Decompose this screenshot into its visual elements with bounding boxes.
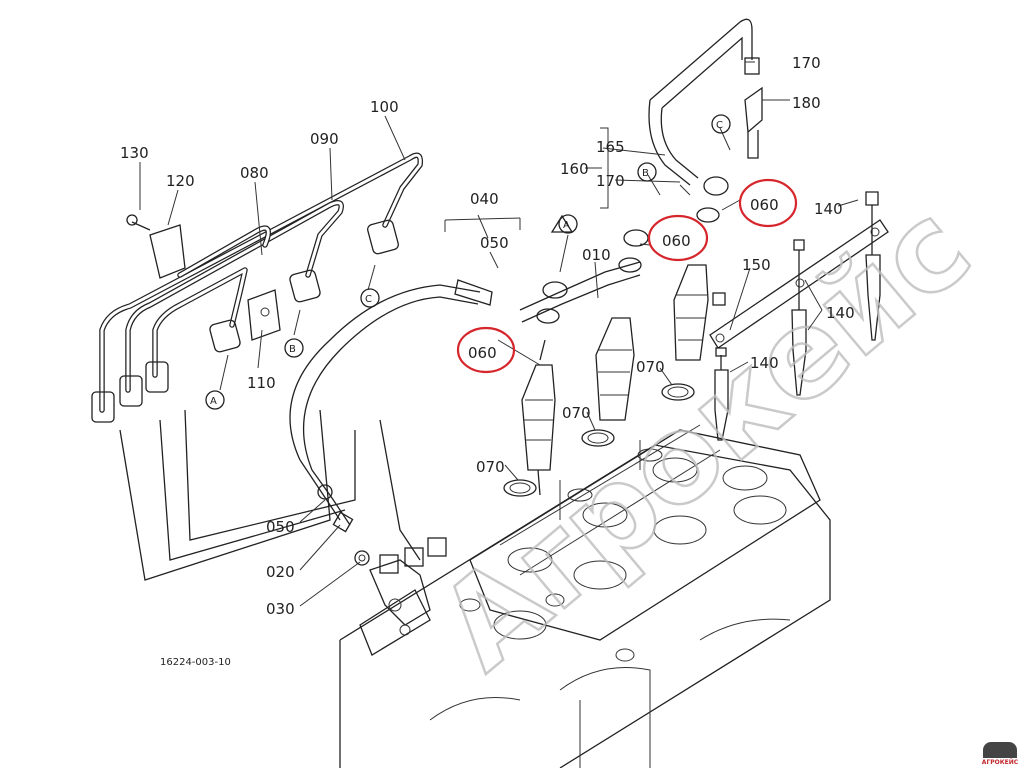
callout-180: 180 <box>792 94 821 112</box>
callout-070-right: 070 <box>636 358 665 376</box>
callout-030: 030 <box>266 600 295 618</box>
svg-text:A: A <box>210 396 217 407</box>
callout-020: 020 <box>266 563 295 581</box>
brand-logo-text: АГРОКЕЙС <box>981 759 1019 766</box>
callout-labels: 130 120 080 090 100 110 040 050 010 060 … <box>120 54 855 668</box>
injection-nozzles <box>503 176 729 497</box>
glow-plugs <box>709 191 889 441</box>
highlight-ring-060-mid <box>647 214 709 262</box>
glow-plug-3 <box>865 191 881 341</box>
brand-logo: АГРОКЕЙС <box>980 742 1020 766</box>
drawing-number: 16224-003-10 <box>160 657 231 668</box>
nozzle-1 <box>503 339 556 497</box>
callout-110: 110 <box>247 374 276 392</box>
connector-a-upper: A <box>550 214 578 234</box>
callout-060-mid: 060 <box>662 232 691 250</box>
nozzle-2 <box>581 317 635 447</box>
connector-a-lower: A <box>205 354 229 410</box>
callout-060-left: 060 <box>468 344 497 362</box>
callout-100: 100 <box>370 98 399 116</box>
callout-050-upper: 050 <box>480 234 509 252</box>
tractor-icon <box>983 742 1017 758</box>
return-lines <box>119 409 421 581</box>
svg-text:B: B <box>642 168 649 179</box>
glow-plug-1 <box>714 347 729 441</box>
callout-070-left: 070 <box>476 458 505 476</box>
callout-165: 165 <box>596 138 625 156</box>
svg-text:C: C <box>716 120 723 131</box>
callout-010: 010 <box>582 246 611 264</box>
overflow-hose <box>289 279 493 636</box>
connector-markers: A B C A B C <box>205 114 731 410</box>
glow-plug-2 <box>791 239 807 396</box>
callout-080: 080 <box>240 164 269 182</box>
connector-b-lower: B <box>284 338 304 358</box>
callout-150: 150 <box>742 256 771 274</box>
highlight-ring-060-left <box>456 326 516 374</box>
nozzle-3 <box>661 264 709 401</box>
callout-060-right: 060 <box>750 196 779 214</box>
callout-140-low: 140 <box>750 354 779 372</box>
connector-c-lower: C <box>360 288 380 308</box>
callout-090: 090 <box>310 130 339 148</box>
highlight-ring-060-right <box>738 178 798 228</box>
connector-b-upper: B <box>637 162 657 182</box>
engine-cylinder-head <box>339 424 831 768</box>
callout-050-lower: 050 <box>266 518 295 536</box>
injection-pipes <box>91 152 424 423</box>
callout-140-top: 140 <box>814 200 843 218</box>
highlight-rings <box>456 178 798 374</box>
connector-c-upper: C <box>711 114 731 134</box>
callout-160: 160 <box>560 160 589 178</box>
callout-040: 040 <box>470 190 499 208</box>
callout-170-lower: 170 <box>596 172 625 190</box>
svg-text:B: B <box>289 344 296 355</box>
callout-120: 120 <box>166 172 195 190</box>
callout-070-mid: 070 <box>562 404 591 422</box>
callout-130: 130 <box>120 144 149 162</box>
callout-170-upper: 170 <box>792 54 821 72</box>
leak-off-pipe-assembly <box>648 18 763 196</box>
svg-text:C: C <box>365 294 372 305</box>
callout-140-mid: 140 <box>826 304 855 322</box>
svg-text:A: A <box>563 220 570 231</box>
watermark: Агрокейс <box>415 178 996 697</box>
